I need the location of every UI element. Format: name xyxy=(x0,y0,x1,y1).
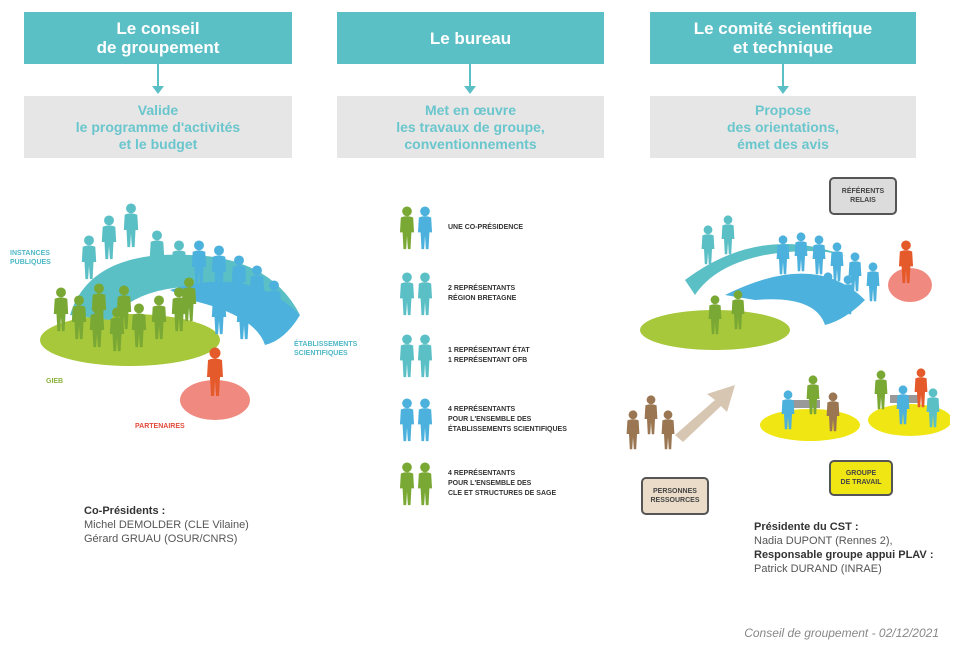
copresident-2: Gérard GRUAU (OSUR/CNRS) xyxy=(84,533,238,545)
copresidents-title: Co-Présidents : xyxy=(84,505,166,517)
cst-illustration xyxy=(626,215,950,450)
bureau-item-region: 2 REPRÉSENTANTS RÉGION BRETAGNE xyxy=(398,272,598,316)
conseil-desc: Valide le programme d'activités et le bu… xyxy=(24,96,292,158)
bureau-item-text: UNE CO-PRÉSIDENCE xyxy=(448,224,524,231)
cst-president-title: Présidente du CST : xyxy=(754,521,859,533)
cst-responsable-name: Patrick DURAND (INRAE) xyxy=(754,563,882,575)
cst-header: Le comité scientifique et technique xyxy=(650,12,916,64)
bureau-item-text: 4 REPRÉSENTANTS POUR L'ENSEMBLE DES ÉTAB… xyxy=(448,406,567,433)
conseil-illustration xyxy=(40,203,300,420)
bureau-arrow xyxy=(464,64,476,96)
conseil-header: Le conseil de groupement xyxy=(24,12,292,64)
bureau-item-copresidence: UNE CO-PRÉSIDENCE xyxy=(398,206,598,250)
bureau-item-text: 4 REPRÉSENTANTS POUR L'ENSEMBLE DES CLE … xyxy=(448,470,557,497)
bureau-item-text: 2 REPRÉSENTANTS RÉGION BRETAGNE xyxy=(448,285,517,302)
bureau-header: Le bureau xyxy=(337,12,604,64)
green-teal-people-icon xyxy=(399,206,433,250)
label-partenaires: PARTENAIRES xyxy=(135,423,185,430)
copresident-1: Michel DEMOLDER (CLE Vilaine) xyxy=(84,519,249,531)
footer-text: Conseil de groupement - 02/12/2021 xyxy=(744,626,939,640)
bureau-desc: Met en œuvre les travaux de groupe, conv… xyxy=(337,96,604,158)
personnes-ressources-box: PERSONNES RESSOURCES xyxy=(641,477,709,515)
bureau-item-etat-ofb: 1 REPRÉSENTANT ÉTAT 1 REPRÉSENTANT OFB xyxy=(398,334,598,378)
bureau-item-etablissements: 4 REPRÉSENTANTS POUR L'ENSEMBLE DES ÉTAB… xyxy=(398,398,598,442)
cst-president-name: Nadia DUPONT (Rennes 2), xyxy=(754,535,893,547)
conseil-arrow xyxy=(152,64,164,96)
referents-relais-box: RÉFÉRENTS RELAIS xyxy=(829,177,897,215)
label-instances-publiques: INSTANCES PUBLIQUES xyxy=(10,250,51,266)
copresidents-block: Co-Présidents : Michel DEMOLDER (CLE Vil… xyxy=(84,504,249,546)
cst-responsable-title: Responsable groupe appui PLAV : xyxy=(754,549,934,561)
teal-people-icon xyxy=(399,334,433,378)
blue-people-icon xyxy=(399,398,433,442)
cst-people-block: Présidente du CST : Nadia DUPONT (Rennes… xyxy=(754,520,933,576)
label-etablissements-scientifiques: ÉTABLISSEMENTS SCIENTIFIQUES xyxy=(294,341,358,357)
cst-desc: Propose des orientations, émet des avis xyxy=(650,96,916,158)
teal-people-icon xyxy=(399,272,433,316)
green-people-icon xyxy=(399,462,433,506)
bureau-item-cle-sage: 4 REPRÉSENTANTS POUR L'ENSEMBLE DES CLE … xyxy=(398,462,598,506)
cst-arrow xyxy=(777,64,789,96)
label-gieb: GIEB xyxy=(46,378,64,385)
bureau-item-text: 1 REPRÉSENTANT ÉTAT 1 REPRÉSENTANT OFB xyxy=(448,347,530,364)
groupe-travail-box: GROUPE DE TRAVAIL xyxy=(829,460,893,496)
